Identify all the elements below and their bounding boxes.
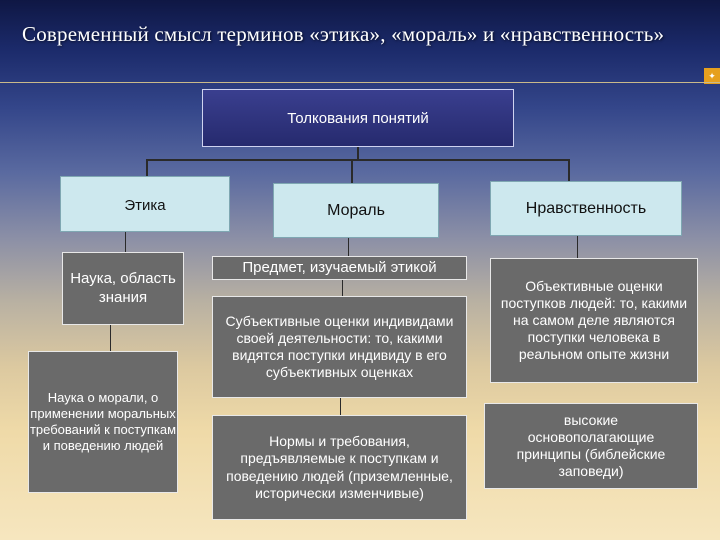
ethics-item-1: Наука, область знания xyxy=(62,252,184,325)
bullet-decoration-icon: ✦ xyxy=(704,68,720,84)
connector-morality-3 xyxy=(340,398,341,415)
connector-ethics-2 xyxy=(110,325,111,351)
connector-virtue-drop xyxy=(568,159,570,181)
connector-morality-1 xyxy=(348,238,349,256)
virtue-header-label: Нравственность xyxy=(525,199,647,217)
root-box: Толкования понятий xyxy=(202,89,514,147)
morality-header-label: Мораль xyxy=(327,201,385,219)
ethics-item-1-text: Наука, область знания xyxy=(70,270,176,306)
connector-horizontal xyxy=(146,159,570,161)
connector-morality-drop xyxy=(351,159,353,183)
ethics-item-2: Наука о морали, о применении моральных т… xyxy=(28,351,178,493)
connector-ethics-drop xyxy=(146,159,148,177)
virtue-item-2: высокие основополагающие принципы (библе… xyxy=(484,403,698,489)
morality-item-1: Предмет, изучаемый этикой xyxy=(212,256,467,280)
ethics-header-box: Этика xyxy=(60,176,230,232)
morality-item-2: Субъективные оценки индивидами своей дея… xyxy=(212,296,467,398)
morality-header-box: Мораль xyxy=(273,183,439,238)
connector-morality-2 xyxy=(342,280,343,296)
connector-ethics-1 xyxy=(125,232,126,252)
morality-item-1-text: Предмет, изучаемый этикой xyxy=(242,258,437,276)
connector-virtue-1 xyxy=(577,236,578,258)
ethics-item-2-text: Наука о морали, о применении моральных т… xyxy=(29,390,177,453)
morality-item-2-text: Субъективные оценки индивидами своей дея… xyxy=(225,312,454,381)
morality-item-3: Нормы и требования, предъявляемые к пост… xyxy=(212,415,467,520)
connector-root-down xyxy=(357,147,359,160)
root-label: Толкования понятий xyxy=(287,109,429,127)
virtue-item-2-text: высокие основополагающие принципы (библе… xyxy=(516,411,666,480)
ethics-header-label: Этика xyxy=(124,197,166,214)
morality-item-3-text: Нормы и требования, предъявляемые к пост… xyxy=(226,433,453,501)
virtue-header-box: Нравственность xyxy=(490,181,682,236)
title-divider xyxy=(0,82,720,83)
slide-title: Современный смысл терминов «этика», «мор… xyxy=(22,22,665,46)
virtue-item-1-text: Объективные оценки поступков людей: то, … xyxy=(500,277,688,363)
virtue-item-1: Объективные оценки поступков людей: то, … xyxy=(490,258,698,383)
